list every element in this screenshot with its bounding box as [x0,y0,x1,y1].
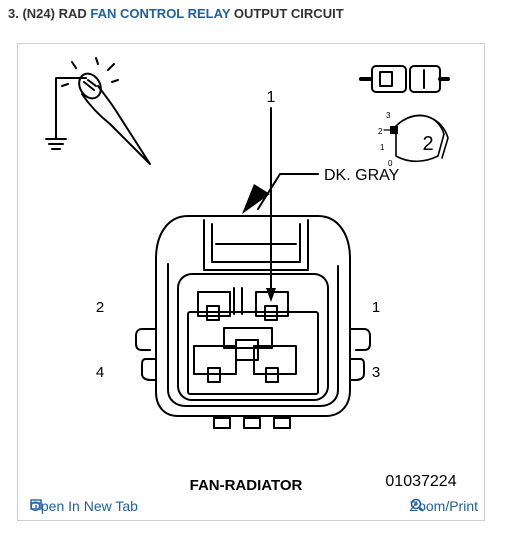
key-number-2: 2 [378,127,383,136]
figure-number: 01037224 [385,473,456,490]
open-in-new-tab-link[interactable]: Open In New Tab [30,498,138,514]
pin-label-4: 4 [96,364,104,381]
zoom-icon [410,498,424,512]
pin-label-3: 3 [372,364,380,381]
step-suffix: OUTPUT CIRCUIT [230,6,344,21]
zoom-print-label: Zoom/Print [409,498,478,514]
open-in-new-tab-label: Open In New Tab [30,498,138,514]
wire-label-leader [242,173,319,214]
key-number-3: 3 [386,111,391,120]
connector-name: FAN-RADIATOR [190,477,303,494]
connector-housing [135,215,371,429]
step-prefix: 3. (N24) RAD [8,6,91,21]
pointer-number: 1 [267,89,276,106]
pin-label-2: 2 [96,299,104,316]
zoom-print-link[interactable]: Zoom/Print [410,498,478,514]
new-tab-icon [30,499,42,510]
connector-key-icon [359,65,450,163]
diagram-figure: 1 DK. GRAY 2 1 4 3 3 2 1 0 2 FAN-RADIATO… [17,43,485,521]
pin-label-1: 1 [372,299,380,316]
key-number-1: 1 [380,143,385,152]
step-title: 3. (N24) RAD FAN CONTROL RELAY OUTPUT CI… [8,6,344,21]
fan-control-relay-link[interactable]: FAN CONTROL RELAY [90,6,231,21]
test-probe-icon [45,57,151,165]
wire-color-label: DK. GRAY [324,167,400,184]
connector-view-badge: 2 [422,133,433,155]
pin-pointer-arrow [266,107,276,302]
connector-diagram: 1 DK. GRAY 2 1 4 3 3 2 1 0 2 FAN-RADIATO… [45,57,457,494]
key-number-0: 0 [388,159,393,168]
